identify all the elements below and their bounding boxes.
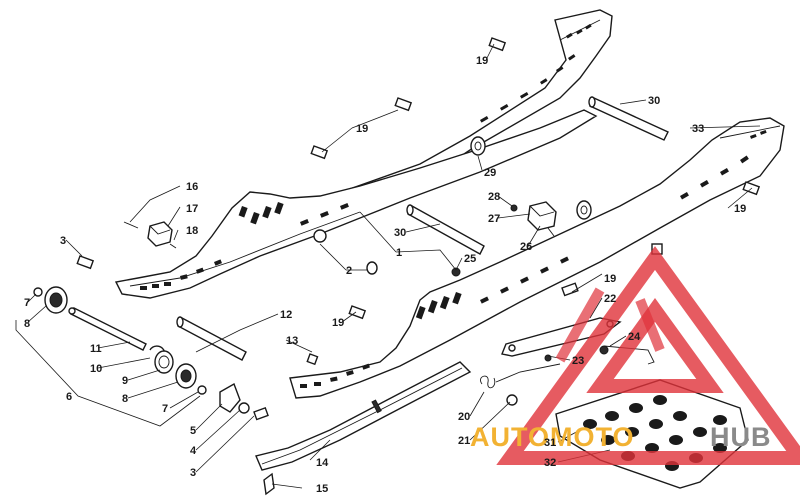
- callout-19: 19: [356, 123, 368, 135]
- callout-16: 16: [186, 181, 198, 193]
- watermark-brand-left: AUTOMOTO: [470, 422, 635, 452]
- watermark: AUTOMOTO HUB: [470, 246, 800, 465]
- spacer-29-upper: [470, 136, 486, 156]
- callout-28: 28: [488, 191, 500, 203]
- bumper-block-27: [527, 201, 557, 231]
- callout-14: 14: [316, 457, 329, 469]
- callout-1: 1: [396, 247, 402, 259]
- callout-22: 22: [604, 293, 616, 305]
- shaft-12: [176, 316, 247, 361]
- watermark-triangle: [496, 246, 800, 465]
- idler-assembly-left: [33, 286, 250, 414]
- callout-31: 31: [544, 437, 556, 449]
- callout-11: 11: [90, 343, 102, 355]
- callout-8: 8: [24, 318, 30, 330]
- callout-33: 33: [692, 123, 704, 135]
- callout-19: 19: [476, 55, 488, 67]
- callout-3: 3: [190, 467, 196, 479]
- callout-25: 25: [464, 253, 476, 265]
- callout-20: 20: [458, 411, 470, 423]
- callout-30: 30: [394, 227, 406, 239]
- callout-24: 24: [628, 331, 641, 343]
- callout-23: 23: [572, 355, 584, 367]
- callout-17: 17: [186, 203, 198, 215]
- callout-12: 12: [280, 309, 292, 321]
- callout-26: 26: [520, 241, 532, 253]
- left-side-rail: [114, 109, 598, 299]
- callout-7: 7: [24, 297, 30, 309]
- callout-5: 5: [190, 425, 196, 437]
- spacer-29-lower: [576, 200, 592, 220]
- axle-11: [68, 307, 147, 351]
- callout-6: 6: [66, 391, 72, 403]
- callout-29: 29: [484, 167, 496, 179]
- hyfax-slide-14: [255, 361, 472, 471]
- callout-19: 19: [332, 317, 344, 329]
- callout-2: 2: [346, 265, 352, 277]
- callout-9: 9: [122, 375, 128, 387]
- watermark-inner-mark: [555, 287, 665, 363]
- callout-21: 21: [458, 435, 470, 447]
- callout-7: 7: [162, 403, 168, 415]
- callout-4: 4: [190, 445, 197, 457]
- callout-30: 30: [648, 95, 660, 107]
- callout-18: 18: [186, 225, 198, 237]
- callout-10: 10: [90, 363, 102, 375]
- callout-32: 32: [544, 457, 556, 469]
- callout-19: 19: [734, 203, 746, 215]
- callout-27: 27: [488, 213, 500, 225]
- shaft-30-lower: [406, 204, 485, 255]
- callout-3: 3: [60, 235, 66, 247]
- callout-15: 15: [316, 483, 328, 495]
- bumper-block-17: [147, 221, 173, 247]
- spacer-2: [313, 229, 378, 275]
- callout-19: 19: [604, 273, 616, 285]
- callout-8: 8: [122, 393, 128, 405]
- watermark-brand-right: HUB: [710, 422, 772, 452]
- callout-13: 13: [286, 335, 298, 347]
- right-side-rail: [289, 117, 785, 399]
- shaft-30-upper: [588, 96, 669, 141]
